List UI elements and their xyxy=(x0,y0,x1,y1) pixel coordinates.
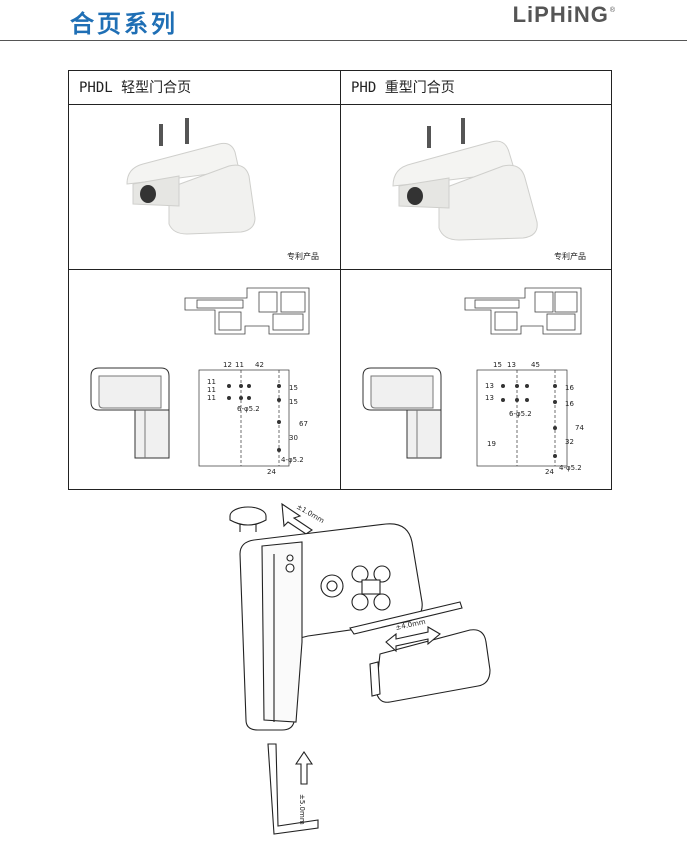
technical-drawing-phd: 15 13 45 13 13 16 16 32 74 6-φ5.2 19 4-φ… xyxy=(362,287,584,476)
dim-left-a: 11 xyxy=(207,378,216,386)
hinge-screw-cap xyxy=(407,187,423,205)
height-allen-key xyxy=(267,743,319,835)
hinge-knuckle xyxy=(261,541,303,723)
height-adjust-label: ±5.0mm xyxy=(298,794,306,825)
dim-top-right: 42 xyxy=(255,361,264,369)
pin-right xyxy=(461,118,465,144)
patent-label-phdl: 专利产品 xyxy=(287,252,319,261)
holes-top: 6-φ5.2 xyxy=(509,410,532,418)
dim-left-b: 11 xyxy=(207,386,216,394)
brand-name: LiPHiNG xyxy=(512,2,609,27)
pin-left xyxy=(159,124,163,146)
dim-top-right: 45 xyxy=(531,361,540,369)
dim-tall: 67 xyxy=(299,420,308,428)
cap-adjust-arrow xyxy=(281,502,313,535)
pin-left xyxy=(427,126,431,148)
hinge-body xyxy=(438,164,538,241)
height-adjust-arrow xyxy=(294,751,314,785)
hinge-front-view xyxy=(90,367,170,459)
dim-mid: 30 xyxy=(289,434,298,442)
hinge-cover xyxy=(375,629,491,703)
product-title-phd: PHD 重型门合页 xyxy=(341,71,611,105)
holes-bottom: 4-φ5.2 xyxy=(559,464,582,472)
product-photo-phd xyxy=(392,118,538,241)
pin-right xyxy=(185,118,189,144)
mounting-holes xyxy=(285,554,391,611)
product-photo-phdl xyxy=(126,118,256,235)
header-rule xyxy=(0,40,687,41)
dim-bottom: 24 xyxy=(545,468,554,476)
dimension-drawing xyxy=(476,369,568,467)
dim-bottom: 24 xyxy=(267,468,276,476)
hinge-front-view xyxy=(362,367,442,459)
product-table: PHDL 轻型门合页 PHD 重型门合页 专利产品 专利产品 xyxy=(68,70,612,490)
dim-top-mid: 13 xyxy=(507,361,516,369)
adjustment-diagram: ±1.0mm ±4.0mm ±5.0mm xyxy=(229,502,491,835)
product-title-phdl: PHDL 轻型门合页 xyxy=(69,71,340,105)
dim-right-a: 15 xyxy=(289,384,298,392)
hinge-body xyxy=(168,164,256,235)
page-header: 合页系列 LiPHiNG® xyxy=(0,0,687,42)
dim-left-b: 13 xyxy=(485,394,494,402)
dim-tall: 74 xyxy=(575,424,584,432)
hinge-top-plate xyxy=(126,142,240,185)
profile-section xyxy=(184,287,310,335)
dim-right-b: 15 xyxy=(289,398,298,406)
dim-right-b: 16 xyxy=(565,400,574,408)
side-adjust-arrow xyxy=(385,626,441,653)
table-divider-vertical xyxy=(340,71,341,489)
registered-mark: ® xyxy=(609,6,616,14)
brand-logo: LiPHiNG® xyxy=(513,2,615,28)
side-allen-key xyxy=(349,601,463,635)
holes-bottom: 4-φ5.2 xyxy=(281,456,304,464)
dim-top-mid: 11 xyxy=(235,361,244,369)
dim-top-left: 15 xyxy=(493,361,502,369)
dim-mid: 32 xyxy=(565,438,574,446)
dim-left-c: 11 xyxy=(207,394,216,402)
screw-cap xyxy=(229,506,267,532)
series-title: 合页系列 xyxy=(70,10,178,38)
dim-right-a: 16 xyxy=(565,384,574,392)
patent-label-phd: 专利产品 xyxy=(554,252,586,261)
table-divider-horizontal xyxy=(69,269,611,270)
holes-top: 6-φ5.2 xyxy=(237,405,260,413)
technical-drawing-phdl: 12 11 42 11 11 11 15 15 30 67 6-φ5.2 4-φ… xyxy=(90,287,310,476)
dim-center: 19 xyxy=(487,440,496,448)
dimension-drawing xyxy=(198,369,290,467)
dim-top-left: 12 xyxy=(223,361,232,369)
hinge-screw-cap xyxy=(140,185,156,203)
dim-left-a: 13 xyxy=(485,382,494,390)
profile-section xyxy=(464,287,582,335)
